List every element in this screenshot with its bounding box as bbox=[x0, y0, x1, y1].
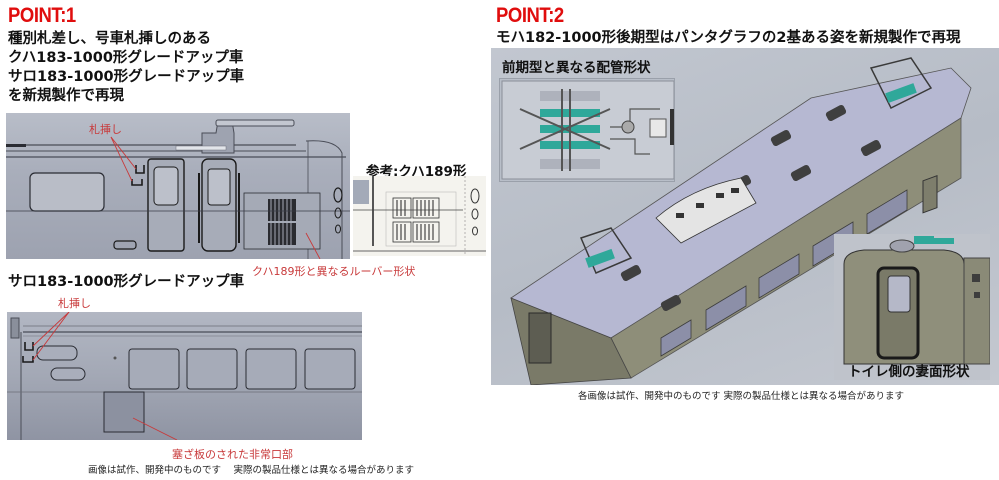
point1-title: POINT:1 bbox=[8, 4, 76, 27]
moha182-car-illustration bbox=[510, 57, 972, 385]
point1-heading-line: 種別札差し、号車札挿しのある bbox=[8, 31, 211, 47]
kuha189-louver-illustration bbox=[353, 176, 486, 256]
saro183-body-illustration bbox=[7, 312, 362, 440]
point2-heading: モハ182-1000形後期型はパンタグラフの2基ある姿を新規製作で再現 bbox=[496, 30, 961, 46]
point1-heading-line: を新規製作で再現 bbox=[8, 88, 124, 104]
pantograph-piping-illustration bbox=[501, 80, 674, 180]
pipe-inset-label: 前期型と異なる配管形状 bbox=[502, 60, 651, 76]
saro-sashi-label: 札挿し bbox=[58, 297, 91, 310]
toilet-end-face-illustration bbox=[843, 236, 990, 365]
kuha-sashi-label: 札挿し bbox=[89, 123, 122, 136]
point2-title: POINT:2 bbox=[496, 4, 564, 27]
saro183-heading: サロ183-1000形グレードアップ車 bbox=[8, 274, 245, 290]
toilet-end-face-inset: トイレ側の妻面形状 bbox=[834, 234, 990, 380]
saro183-side-drawing bbox=[7, 312, 362, 440]
point1-heading: 種別札差し、号車札挿しのある クハ183-1000形グレードアップ車 サロ183… bbox=[8, 30, 244, 106]
point2-disclaimer: 各画像は試作、開発中のものです 実際の製品仕様とは異なる場合があります bbox=[578, 391, 905, 402]
pipe-layout-inset bbox=[499, 78, 675, 182]
louver-difference-label: クハ189形と異なるルーバー形状 bbox=[252, 265, 416, 278]
point1-heading-line: サロ183-1000形グレードアップ車 bbox=[8, 69, 245, 85]
toilet-inset-label: トイレ側の妻面形状 bbox=[848, 364, 970, 380]
kuha189-reference-drawing bbox=[353, 176, 486, 256]
kuha183-side-drawing: 札挿し bbox=[6, 113, 350, 259]
point1-disclaimer: 画像は試作、開発中のものです 実際の製品仕様とは異なる場合があります bbox=[88, 465, 415, 476]
kuha183-body-illustration bbox=[6, 119, 350, 259]
emergency-exit-label: 塞ざ板のされた非常口部 bbox=[172, 448, 293, 461]
point1-heading-line: クハ183-1000形グレードアップ車 bbox=[8, 50, 244, 66]
